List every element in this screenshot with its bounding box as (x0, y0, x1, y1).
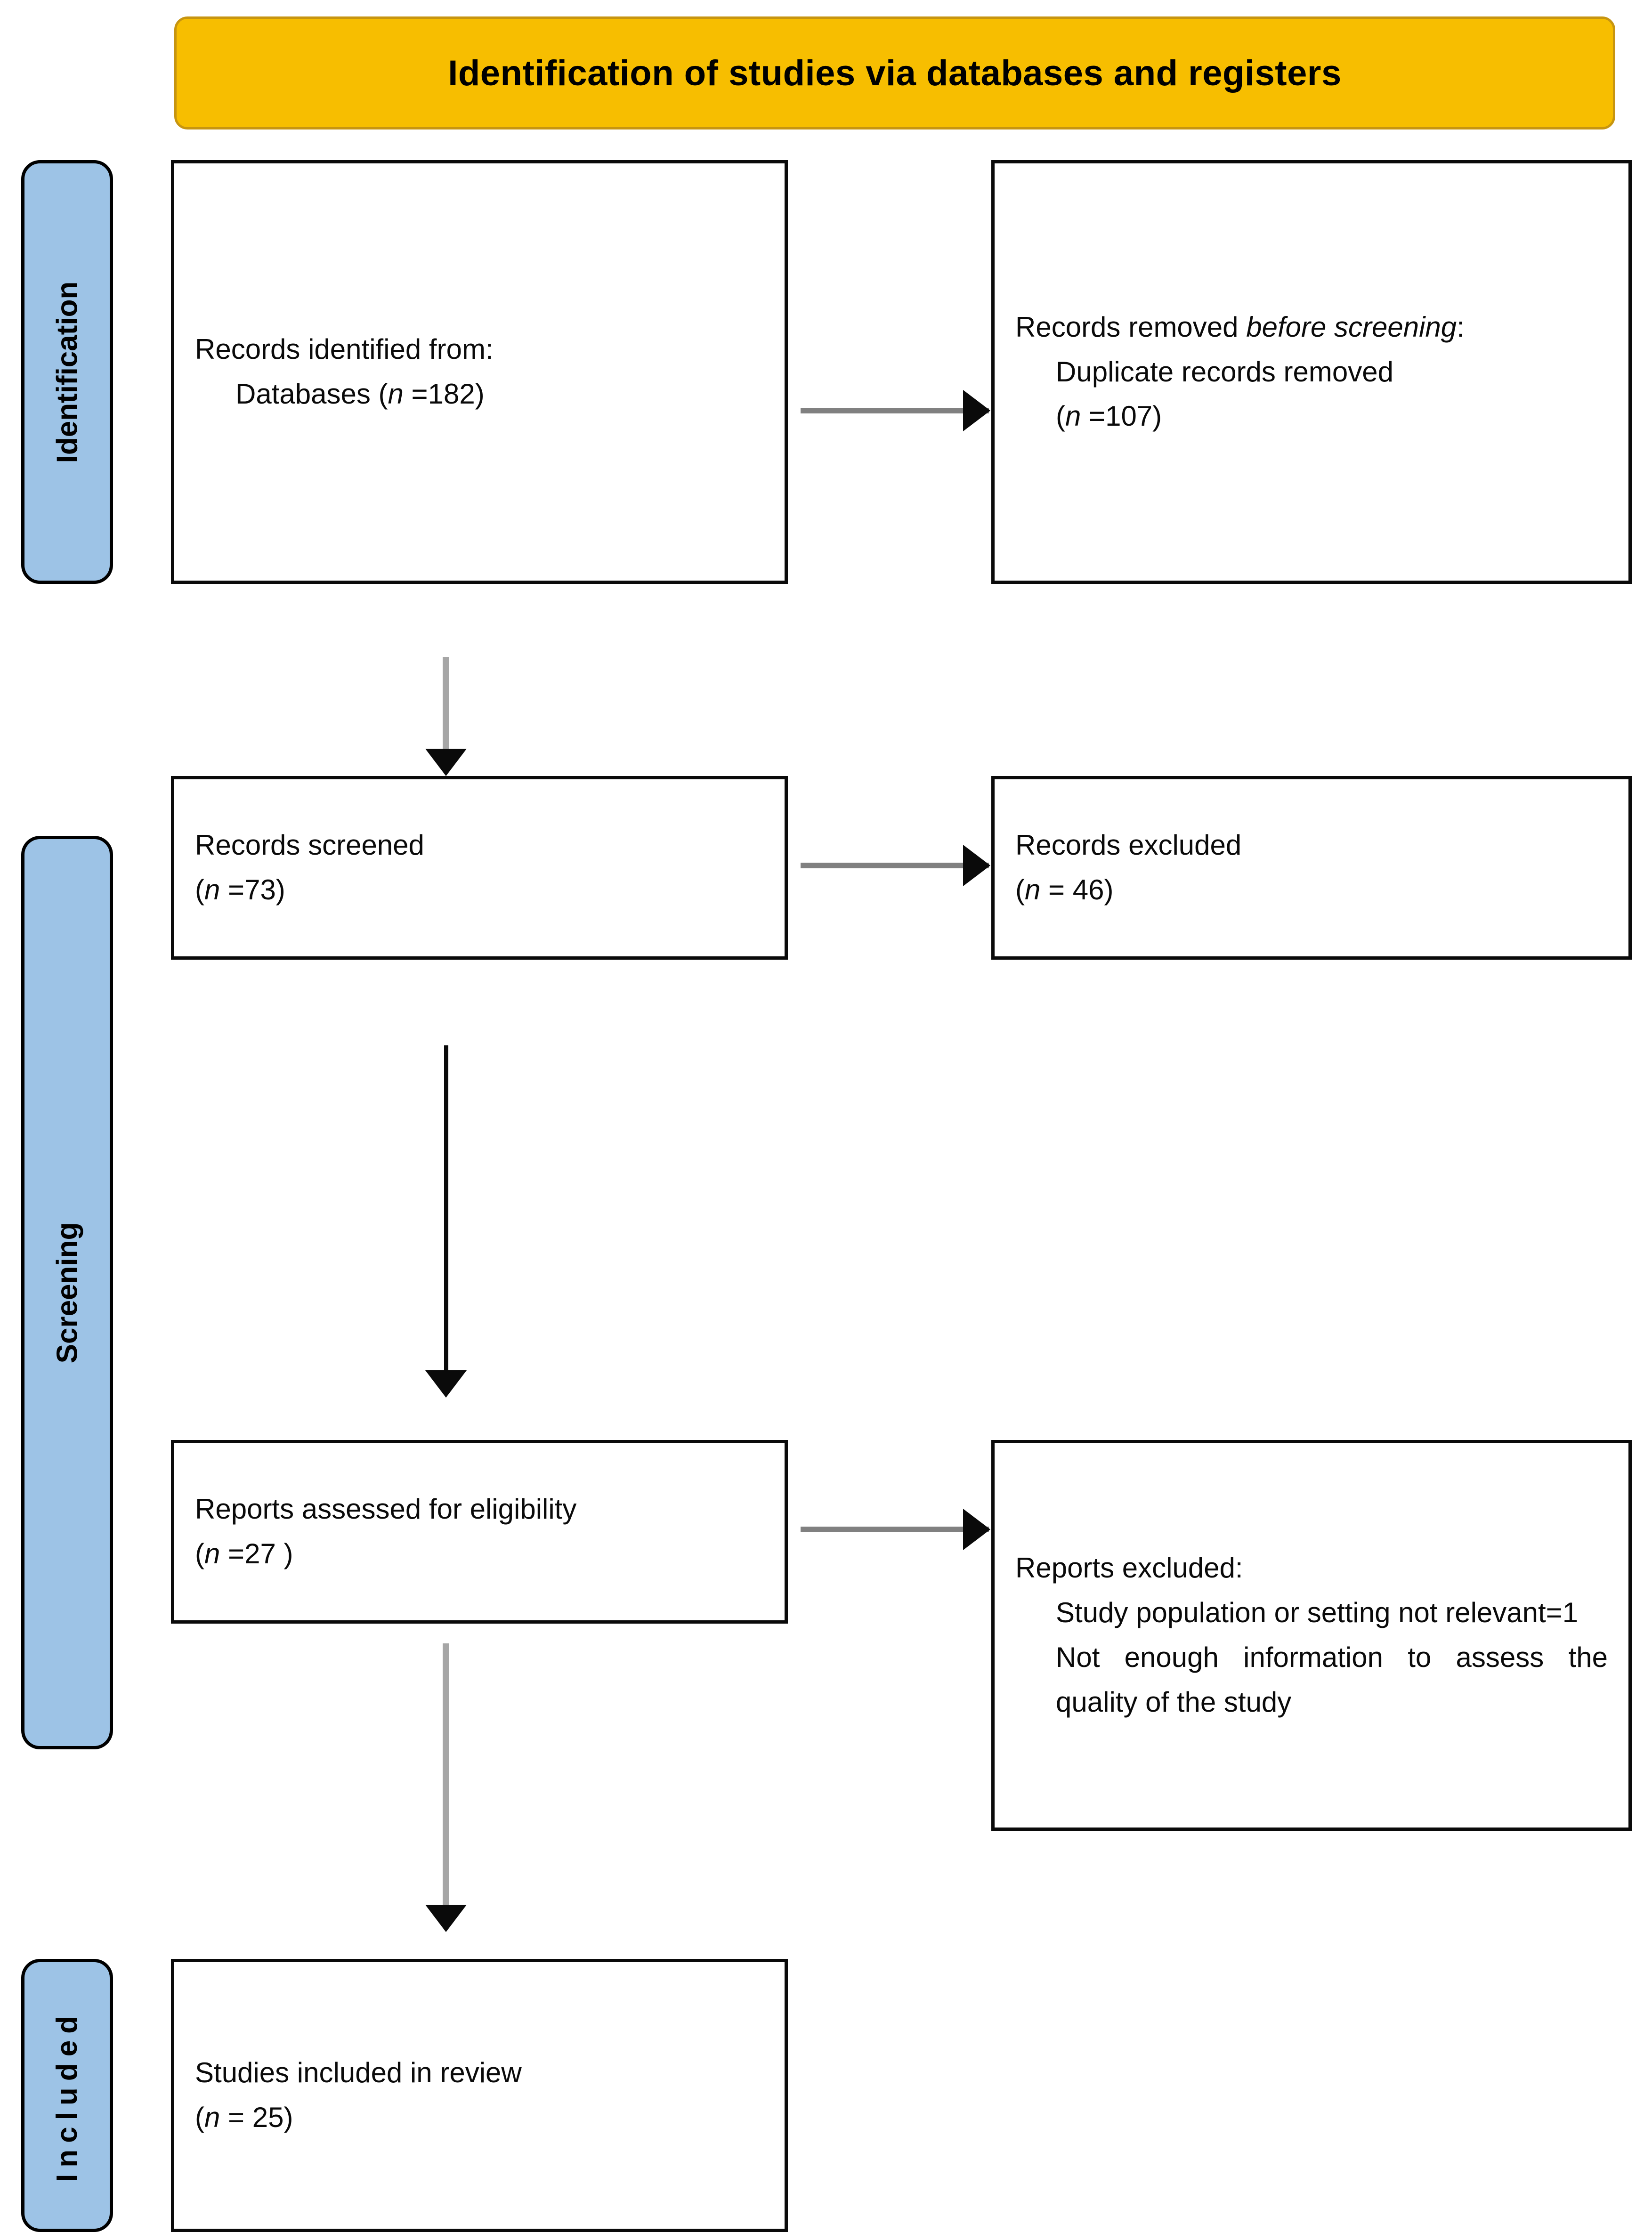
box-records-screened: Records screened (n =73) (171, 776, 788, 960)
paren-open: ( (1056, 400, 1065, 432)
excluded-count-value: = 46) (1040, 874, 1114, 906)
reports-excluded-line1: Reports excluded: (1015, 1552, 1243, 1584)
n-symbol: n (204, 874, 220, 906)
arrow-head-down-icon (425, 1370, 467, 1398)
arrow-head-right-icon (963, 845, 990, 886)
arrow-head-right-icon (963, 390, 990, 431)
stage-bar-screening: Screening (21, 836, 113, 1749)
n-symbol: n (1024, 874, 1041, 906)
arrow-shaft (801, 1527, 989, 1532)
header-banner: Identification of studies via databases … (174, 16, 1615, 129)
reports-excluded-reason-2: Not enough information to assess the qua… (1056, 1642, 1608, 1718)
records-excluded-line1: Records excluded (1015, 829, 1242, 861)
stage-label-identification: Identification (51, 281, 83, 463)
records-excluded-count: (n = 46) (1015, 868, 1608, 913)
n-symbol: n (204, 1538, 220, 1569)
reports-excluded-reason-1: Study population or setting not relevant… (1056, 1597, 1579, 1629)
screened-count-value: =73) (220, 874, 285, 906)
n-symbol: n (388, 378, 404, 410)
stage-bar-identification: Identification (21, 160, 113, 584)
n-symbol: n (1065, 400, 1081, 432)
records-removed-line1: Records removed before screening: (1015, 305, 1608, 350)
studies-included-line1: Studies included in review (195, 2057, 522, 2089)
duplicate-records-removed-label: Duplicate records removed (1056, 356, 1393, 388)
stage-label-screening: Screening (51, 1222, 83, 1363)
duplicate-records-count: (n =107) (1015, 394, 1608, 439)
records-identified-databases: Databases (n =182) (195, 372, 764, 417)
databases-label: Databases ( (235, 378, 388, 410)
included-count-value: = 25) (220, 2102, 293, 2133)
studies-included-count: (n = 25) (195, 2095, 764, 2140)
databases-count: =182) (403, 378, 485, 410)
duplicate-count-value: =107) (1081, 400, 1162, 432)
n-symbol: n (204, 2102, 220, 2133)
records-identified-line1: Records identified from: (195, 333, 494, 365)
paren-open: ( (195, 2102, 204, 2133)
box-records-identified: Records identified from: Databases (n =1… (171, 160, 788, 584)
box-records-excluded: Records excluded (n = 46) (991, 776, 1632, 960)
reports-assessed-line1: Reports assessed for eligibility (195, 1493, 577, 1525)
banner-title: Identification of studies via databases … (448, 53, 1342, 93)
records-screened-line1: Records screened (195, 829, 424, 861)
box-reports-assessed-eligibility: Reports assessed for eligibility (n =27 … (171, 1440, 788, 1624)
before-screening-italic: before screening (1246, 311, 1457, 343)
arrow-head-down-icon (425, 749, 467, 776)
arrow-shaft (443, 657, 449, 749)
arrow-head-right-icon (963, 1509, 990, 1550)
records-screened-count: (n =73) (195, 868, 764, 913)
box-studies-included: Studies included in review (n = 25) (171, 1959, 788, 2232)
arrow-shaft (444, 1045, 448, 1370)
reports-assessed-count: (n =27 ) (195, 1532, 764, 1577)
arrow-shaft (801, 863, 989, 868)
arrow-shaft (443, 1643, 449, 1905)
stage-label-included: Included (51, 2009, 83, 2182)
paren-open: ( (1015, 874, 1025, 906)
paren-open: ( (195, 1538, 204, 1569)
arrow-shaft (801, 408, 989, 413)
box-records-removed: Records removed before screening: Duplic… (991, 160, 1632, 584)
colon: : (1457, 311, 1465, 343)
eligibility-count-value: =27 ) (220, 1538, 293, 1569)
arrow-head-down-icon (425, 1905, 467, 1932)
records-removed-label: Records removed (1015, 311, 1247, 343)
stage-bar-included: Included (21, 1959, 113, 2232)
box-reports-excluded: Reports excluded: Study population or se… (991, 1440, 1632, 1831)
paren-open: ( (195, 874, 204, 906)
